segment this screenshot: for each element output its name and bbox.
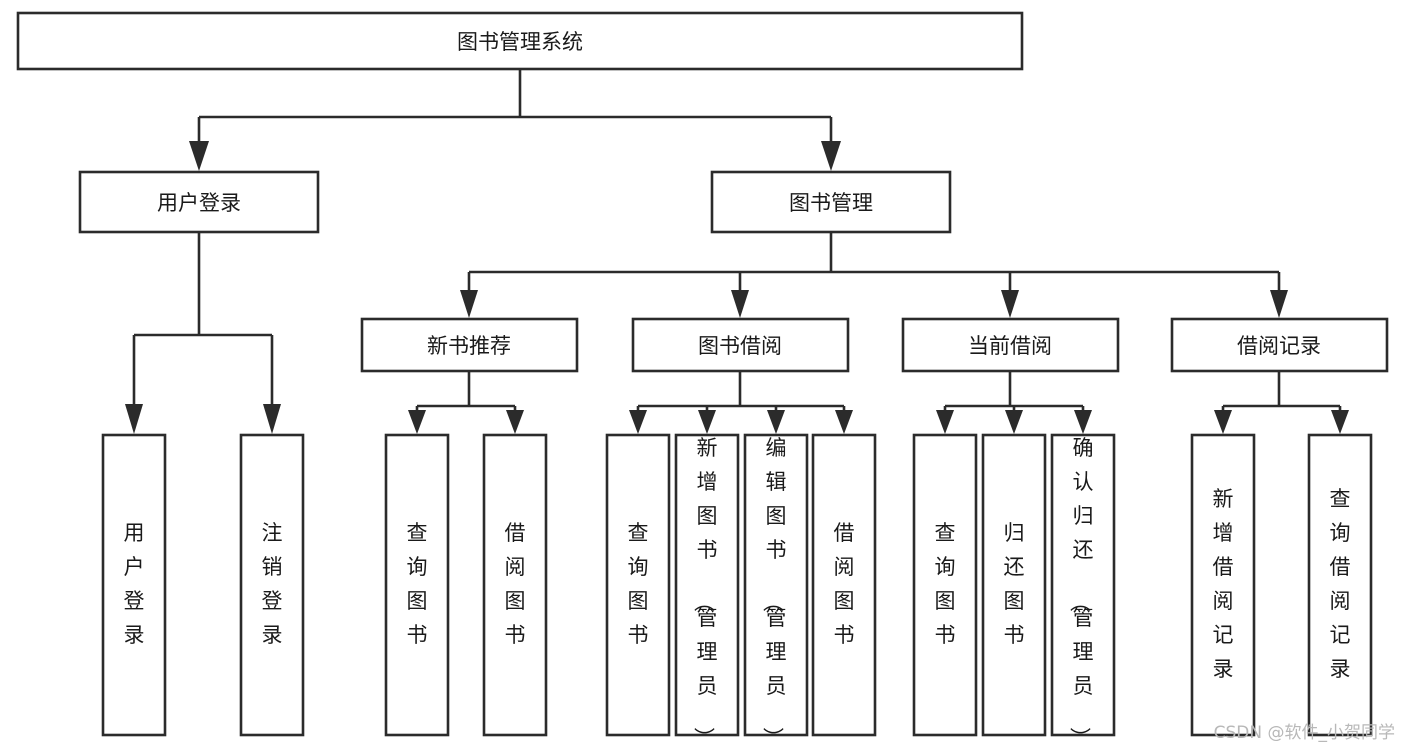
leaf-borrow-book[interactable]: 借阅图书	[811, 433, 877, 737]
arrowhead-book-manage	[821, 141, 841, 171]
leaf-query-book-borrow[interactable]: 查询图书	[605, 433, 671, 737]
leaf-query-book-rec[interactable]: 查询图书	[384, 433, 450, 737]
arrowhead-leaf-user-logout	[263, 404, 281, 434]
node-new-book-recommend[interactable]: 新书推荐	[360, 317, 579, 373]
node-current-borrow-box[interactable]	[901, 317, 1120, 373]
node-book-borrow[interactable]: 图书借阅	[631, 317, 850, 373]
node-current-borrow-label: 当前借阅	[968, 334, 1052, 358]
leaf-add-book-admin-label: 新增图书（管理员）	[692, 436, 718, 747]
arrowhead-leaf-add-book-admin	[698, 410, 716, 434]
leaf-confirm-return-admin-label: 确认归还（管理员）	[1068, 436, 1094, 747]
node-user-login-box[interactable]	[78, 170, 320, 234]
node-borrow-record[interactable]: 借阅记录	[1170, 317, 1389, 373]
arrowhead-leaf-query-borrow-record	[1331, 410, 1349, 434]
arrowhead-leaf-query-book-borrow	[629, 410, 647, 434]
leaf-borrow-book-box[interactable]	[811, 433, 877, 737]
node-book-manage-box[interactable]	[710, 170, 952, 234]
leaf-query-book-rec-box[interactable]	[384, 433, 450, 737]
leaf-edit-book-admin-box[interactable]	[743, 433, 809, 737]
node-borrow-record-box[interactable]	[1170, 317, 1389, 373]
leaf-user-logout-label: 注销登录	[262, 521, 283, 647]
arrowhead-leaf-query-book-rec	[408, 410, 426, 434]
node-book-borrow-label: 图书借阅	[698, 334, 782, 358]
node-root-box[interactable]	[16, 11, 1024, 71]
leaf-query-borrow-record-box[interactable]	[1307, 433, 1373, 737]
arrowhead-leaf-borrow-book	[835, 410, 853, 434]
leaf-query-book-current-label: 查询图书	[935, 521, 956, 647]
leaf-add-borrow-record-box[interactable]	[1190, 433, 1256, 737]
node-book-manage-label: 图书管理	[789, 191, 873, 215]
leaf-add-book-admin[interactable]: 新增图书（管理员）	[674, 433, 740, 747]
arrowhead-leaf-user-login	[125, 404, 143, 434]
arrowhead-book-borrow	[731, 290, 749, 318]
leaf-query-book-borrow-label: 查询图书	[628, 521, 649, 647]
leaf-query-borrow-record-label: 查询借阅记录	[1330, 487, 1351, 681]
arrowhead-new-book-recommend	[460, 290, 478, 318]
arrowhead-user-login	[189, 141, 209, 171]
arrowhead-leaf-return-book	[1005, 410, 1023, 434]
leaf-user-login-box[interactable]	[101, 433, 167, 737]
node-new-book-recommend-label: 新书推荐	[427, 334, 511, 358]
node-root-label: 图书管理系统	[457, 30, 583, 54]
leaf-return-book[interactable]: 归还图书	[981, 433, 1047, 737]
csdn-watermark: CSDN @软件_小贺同学	[1213, 723, 1395, 743]
arrowhead-current-borrow	[1001, 290, 1019, 318]
arrowhead-leaf-add-borrow-record	[1214, 410, 1232, 434]
leaf-return-book-label: 归还图书	[1004, 521, 1025, 647]
leaf-edit-book-admin-label: 编辑图书（管理员）	[761, 436, 787, 747]
node-current-borrow[interactable]: 当前借阅	[901, 317, 1120, 373]
leaf-query-book-current[interactable]: 查询图书	[912, 433, 978, 737]
leaf-add-book-admin-box[interactable]	[674, 433, 740, 737]
leaf-user-logout[interactable]: 注销登录	[239, 433, 305, 737]
node-root[interactable]: 图书管理系统	[16, 11, 1024, 71]
leaf-user-logout-box[interactable]	[239, 433, 305, 737]
leaf-add-borrow-record-label: 新增借阅记录	[1213, 487, 1234, 681]
node-new-book-recommend-box[interactable]	[360, 317, 579, 373]
leaf-query-book-current-box[interactable]	[912, 433, 978, 737]
arrowhead-leaf-query-book-current	[936, 410, 954, 434]
connector-layer	[125, 69, 1349, 434]
leaf-confirm-return-admin-box[interactable]	[1050, 433, 1116, 737]
leaf-query-borrow-record[interactable]: 查询借阅记录	[1307, 433, 1373, 737]
leaf-borrow-book-rec-box[interactable]	[482, 433, 548, 737]
leaf-user-login-label: 用户登录	[124, 521, 145, 647]
arrowhead-borrow-record	[1270, 290, 1288, 318]
leaf-confirm-return-admin[interactable]: 确认归还（管理员）	[1050, 433, 1116, 747]
leaf-return-book-box[interactable]	[981, 433, 1047, 737]
leaf-query-book-borrow-box[interactable]	[605, 433, 671, 737]
leaf-add-borrow-record[interactable]: 新增借阅记录	[1190, 433, 1256, 737]
node-user-login[interactable]: 用户登录	[78, 170, 320, 234]
node-book-manage[interactable]: 图书管理	[710, 170, 952, 234]
leaf-borrow-book-rec-label: 借阅图书	[505, 521, 526, 647]
node-user-login-label: 用户登录	[157, 191, 241, 215]
node-borrow-record-label: 借阅记录	[1237, 334, 1321, 358]
leaf-query-book-rec-label: 查询图书	[407, 521, 428, 647]
node-book-borrow-box[interactable]	[631, 317, 850, 373]
leaf-edit-book-admin[interactable]: 编辑图书（管理员）	[743, 433, 809, 747]
arrowhead-leaf-edit-book-admin	[767, 410, 785, 434]
leaf-borrow-book-label: 借阅图书	[834, 521, 855, 647]
leaf-borrow-book-rec[interactable]: 借阅图书	[482, 433, 548, 737]
leaf-user-login[interactable]: 用户登录	[101, 433, 167, 737]
arrowhead-leaf-borrow-book-rec	[506, 410, 524, 434]
arrowhead-leaf-confirm-return-admin	[1074, 410, 1092, 434]
